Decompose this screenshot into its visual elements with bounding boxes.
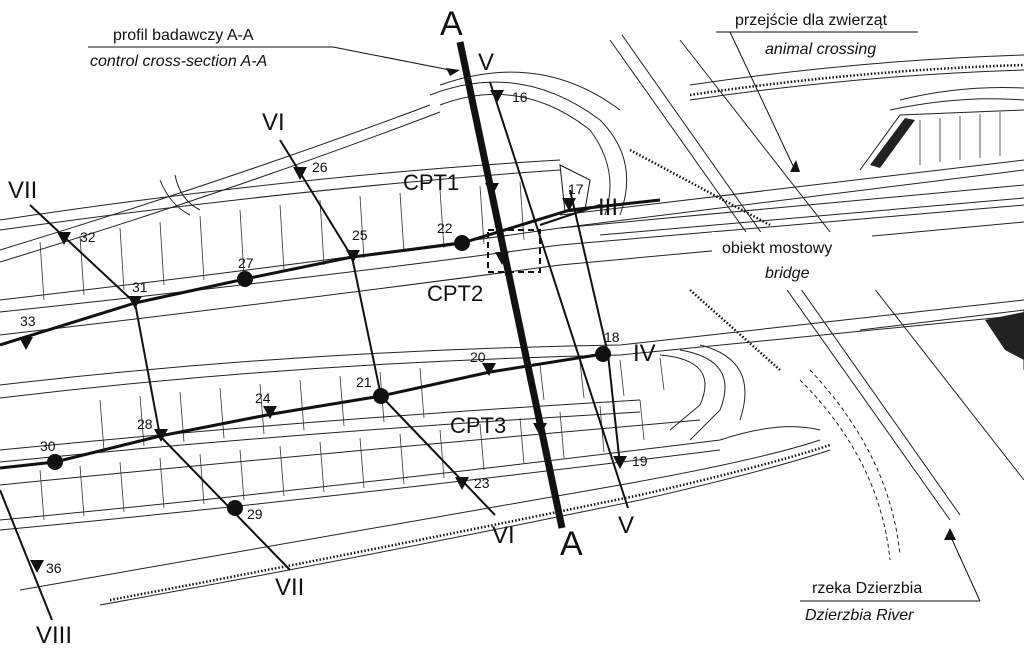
line-viii — [0, 489, 53, 621]
point-36: 36 — [46, 560, 62, 576]
section-label-v-top: V — [478, 49, 494, 76]
triangle-marker — [346, 250, 360, 263]
crossing-caption-pl: przejście dla zwierząt — [735, 12, 888, 29]
line-middle — [0, 352, 604, 470]
point-20: 20 — [470, 349, 486, 365]
section-label-vii-bottom: VII — [275, 574, 304, 601]
road-linework — [0, 34, 1024, 606]
triangle-marker — [30, 560, 44, 573]
triangle-marker — [613, 456, 627, 469]
circle-marker — [373, 388, 389, 404]
line-iii — [539, 204, 601, 226]
leader-lines — [88, 31, 981, 602]
point-23: 23 — [474, 475, 490, 491]
triangle-marker — [490, 90, 504, 103]
bridge-caption-pl: obiekt mostowy — [722, 240, 832, 257]
line-vii-b — [134, 302, 161, 437]
river-caption-en: Dzierzbia River — [805, 607, 914, 624]
point-numbers: 16 17 18 19 20 21 22 23 24 25 26 27 28 2… — [20, 89, 648, 576]
point-27: 27 — [238, 255, 254, 271]
triangle-marker — [562, 198, 576, 211]
point-29: 29 — [247, 506, 263, 522]
abutment-fills — [559, 118, 1024, 360]
cpt1-label: CPT1 — [403, 170, 459, 195]
profile-caption-pl: profil badawczy A-A — [113, 27, 254, 44]
circle-marker — [454, 235, 470, 251]
profile-caption-en: control cross-section A-A — [90, 53, 267, 70]
point-26: 26 — [312, 159, 328, 175]
point-24: 24 — [255, 390, 271, 406]
triangle-marker — [293, 167, 307, 180]
triangle-marker — [57, 232, 71, 245]
captions: profil badawczy A-A control cross-sectio… — [90, 12, 922, 624]
triangle-marker — [19, 337, 33, 350]
triangle-marker — [485, 183, 499, 196]
line-v — [489, 81, 629, 509]
point-25: 25 — [352, 227, 368, 243]
circle-marker — [595, 346, 611, 362]
triangle-marker — [495, 252, 509, 265]
line-18-19 — [607, 353, 621, 466]
section-label-v-bottom: V — [618, 512, 634, 539]
point-30: 30 — [40, 438, 56, 454]
section-label-vi-bottom: VI — [492, 522, 515, 549]
arrowhead — [944, 528, 956, 540]
point-18: 18 — [604, 329, 620, 345]
cpt-labels: CPT1 CPT2 CPT3 — [403, 170, 506, 438]
bridge-label-backdrop — [712, 232, 872, 288]
triangle-marker — [533, 423, 547, 436]
triangle-markers — [19, 68, 956, 573]
line-vii-c — [159, 435, 291, 571]
line-vi-b — [351, 256, 382, 397]
section-label-iv: IV — [633, 340, 656, 367]
point-16: 16 — [512, 89, 528, 105]
triangle-marker — [154, 429, 168, 442]
point-31: 31 — [132, 279, 148, 295]
point-28: 28 — [137, 416, 153, 432]
bridge-caption-en: bridge — [765, 265, 810, 282]
triangle-marker — [263, 406, 277, 419]
triangle-marker — [482, 363, 496, 376]
cpt3-label: CPT3 — [450, 413, 506, 438]
line-vi-c — [380, 395, 496, 516]
point-19: 19 — [632, 453, 648, 469]
section-label-vi-top: VI — [262, 109, 285, 136]
point-33: 33 — [20, 313, 36, 329]
circle-markers — [47, 235, 611, 516]
point-22: 22 — [437, 220, 453, 236]
cpt2-dashed-box — [487, 229, 541, 273]
line-vi — [279, 139, 353, 258]
section-labels: A A V V VI VI VII VII VIII III IV — [8, 5, 656, 649]
circle-marker — [47, 454, 63, 470]
arrowhead — [790, 160, 800, 172]
cpt2-label: CPT2 — [427, 281, 483, 306]
section-a-a-line — [456, 41, 566, 529]
point-21: 21 — [356, 374, 372, 390]
point-32: 32 — [80, 229, 96, 245]
crossing-caption-en: animal crossing — [765, 41, 876, 58]
line-17-19 — [569, 189, 609, 355]
section-label-viii: VIII — [36, 622, 72, 649]
point-17: 17 — [568, 181, 584, 197]
line-vii — [29, 204, 136, 304]
section-label-iii: III — [598, 194, 618, 221]
circle-marker — [227, 500, 243, 516]
triangle-marker — [455, 477, 469, 490]
river-caption-pl: rzeka Dzierzbia — [812, 580, 922, 597]
section-label-a-bottom: A — [560, 525, 583, 563]
section-label-vii-top: VII — [8, 177, 37, 204]
triangle-marker — [128, 296, 142, 309]
circle-marker — [237, 271, 253, 287]
section-label-a-top: A — [440, 5, 463, 43]
